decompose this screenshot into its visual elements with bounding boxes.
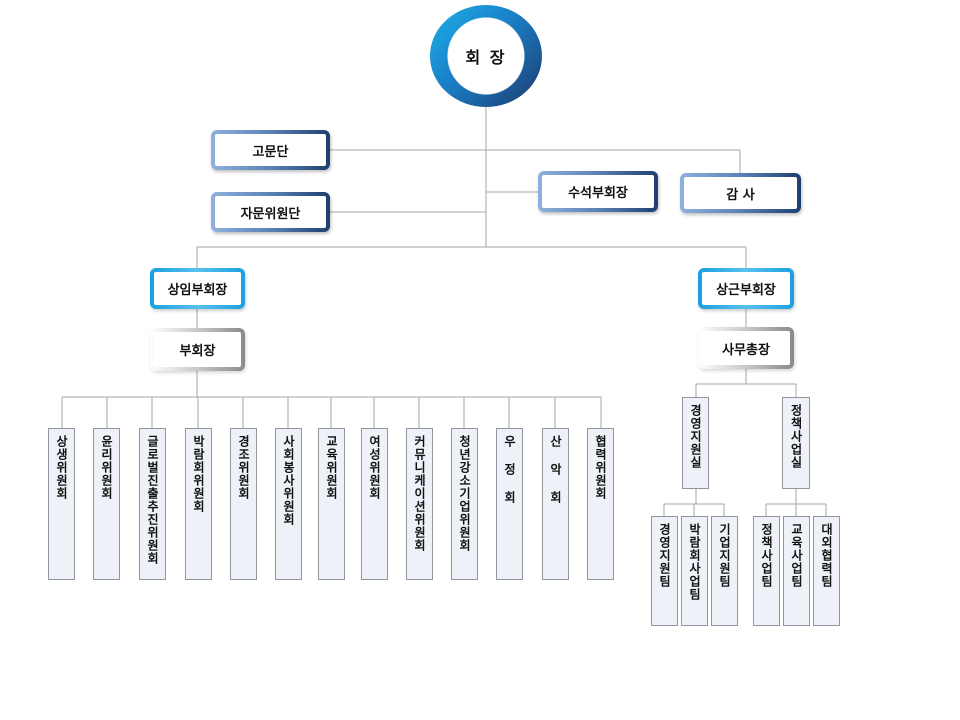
committee-box: 사회봉사위원회 bbox=[275, 428, 302, 580]
committee-label: 박람회위원회 bbox=[191, 435, 206, 513]
committee-label: 산 악 회 bbox=[548, 435, 563, 504]
team-label: 박람회사업팀 bbox=[687, 523, 702, 601]
chairman-label: 회 장 bbox=[465, 48, 507, 67]
team-label: 교육사업팀 bbox=[789, 523, 804, 588]
committee-box: 협력위원회 bbox=[587, 428, 614, 580]
committee-box: 우 정 회 bbox=[496, 428, 523, 580]
secretary-general-label: 사무총장 bbox=[722, 342, 770, 358]
committee-box: 윤리위원회 bbox=[93, 428, 120, 580]
standing-vice-chair-node: 상임부회장 bbox=[150, 268, 245, 309]
standing-vice-chair-label: 상임부회장 bbox=[167, 283, 228, 298]
committee-label: 글로벌진출추진위원회 bbox=[145, 435, 160, 565]
senior-vice-chair-node: 수석부회장 bbox=[538, 171, 658, 212]
team-label: 정책사업팀 bbox=[759, 523, 774, 588]
auditor-label: 감 사 bbox=[726, 187, 755, 203]
committee-label: 청년강소기업위원회 bbox=[457, 435, 472, 552]
committee-box: 커뮤니케이션위원회 bbox=[406, 428, 433, 580]
advisory-group-node: 고문단 bbox=[211, 130, 330, 170]
committee-box: 여성위원회 bbox=[361, 428, 388, 580]
committee-label: 사회봉사위원회 bbox=[281, 435, 296, 526]
team-label: 대외협력팀 bbox=[819, 523, 834, 588]
committee-label: 경조위원회 bbox=[236, 435, 251, 500]
team-box: 교육사업팀 bbox=[783, 516, 810, 626]
team-label: 경영지원팀 bbox=[657, 523, 672, 588]
secretary-general-node: 사무총장 bbox=[698, 327, 794, 369]
chairman-node: 회 장 bbox=[430, 5, 542, 107]
permanent-vice-chair-node: 상근부회장 bbox=[698, 268, 794, 309]
committee-box: 경조위원회 bbox=[230, 428, 257, 580]
team-box: 정책사업팀 bbox=[753, 516, 780, 626]
committee-box: 박람회위원회 bbox=[185, 428, 212, 580]
committee-box: 산 악 회 bbox=[542, 428, 569, 580]
committee-box: 글로벌진출추진위원회 bbox=[139, 428, 166, 580]
committee-label: 상생위원회 bbox=[54, 435, 69, 500]
team-box: 기업지원팀 bbox=[711, 516, 738, 626]
committee-box: 청년강소기업위원회 bbox=[451, 428, 478, 580]
team-box: 대외협력팀 bbox=[813, 516, 840, 626]
team-box: 박람회사업팀 bbox=[681, 516, 708, 626]
office-label: 경영지원실 bbox=[688, 404, 703, 469]
committee-label: 교육위원회 bbox=[324, 435, 339, 500]
advisory-committee-node: 자문위원단 bbox=[211, 192, 330, 232]
committee-label: 여성위원회 bbox=[367, 435, 382, 500]
committee-label: 우 정 회 bbox=[502, 435, 517, 504]
advisory-committee-label: 자문위원단 bbox=[240, 206, 301, 222]
team-box: 경영지원팀 bbox=[651, 516, 678, 626]
advisory-group-label: 고문단 bbox=[252, 144, 289, 160]
committee-label: 윤리위원회 bbox=[99, 435, 114, 500]
senior-vice-chair-label: 수석부회장 bbox=[568, 186, 628, 201]
committee-label: 협력위원회 bbox=[593, 435, 608, 500]
committee-box: 상생위원회 bbox=[48, 428, 75, 580]
auditor-node: 감 사 bbox=[680, 173, 801, 213]
team-label: 기업지원팀 bbox=[717, 523, 732, 588]
office-label: 정책사업실 bbox=[789, 404, 803, 469]
vice-chair-node: 부회장 bbox=[150, 328, 245, 371]
vice-chair-label: 부회장 bbox=[179, 344, 216, 359]
office-box: 정책사업실 bbox=[782, 397, 810, 489]
committee-label: 커뮤니케이션위원회 bbox=[412, 435, 427, 552]
office-box: 경영지원실 bbox=[682, 397, 709, 489]
committee-box: 교육위원회 bbox=[318, 428, 345, 580]
permanent-vice-chair-label: 상근부회장 bbox=[716, 283, 776, 298]
